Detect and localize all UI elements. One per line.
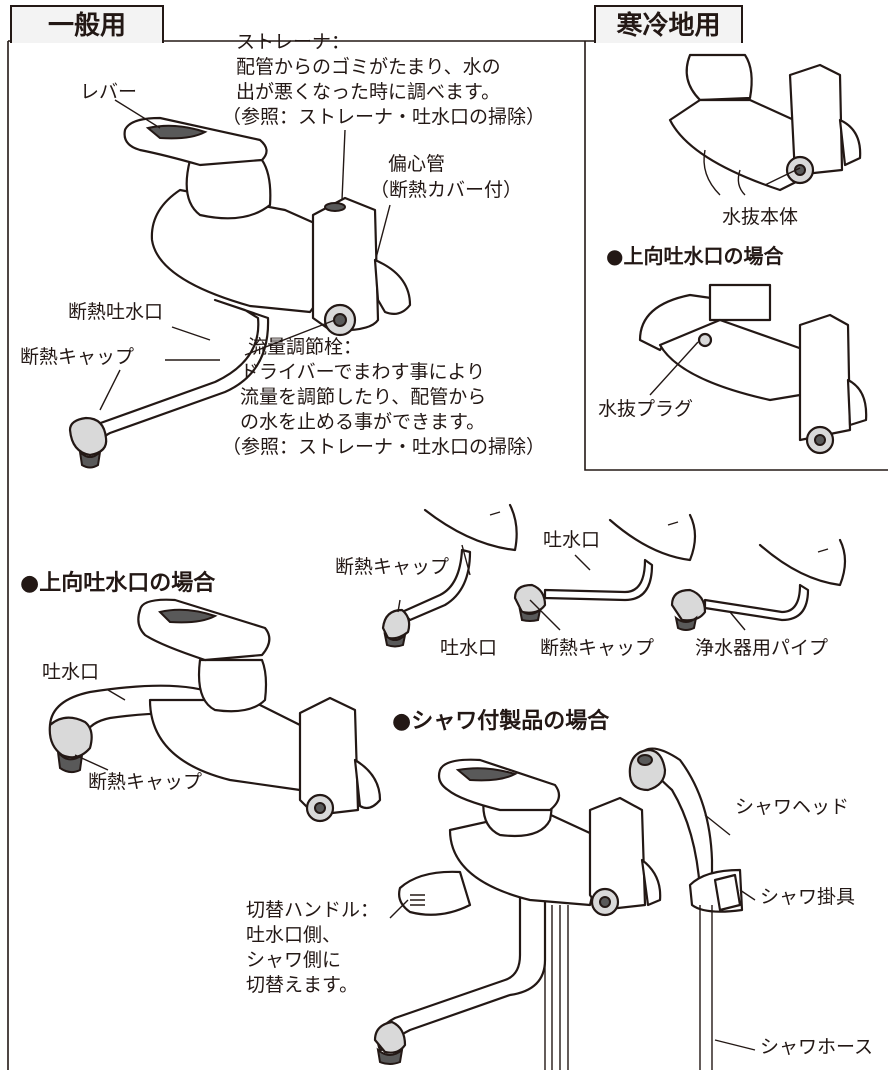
shower-faucet	[373, 747, 744, 1070]
strainer-label-1: ストレーナ：	[236, 31, 351, 53]
eccentric-pipe-label-2: （断熱カバー付）	[370, 179, 523, 201]
variant-cap-label-a: 断熱キャップ	[335, 556, 450, 578]
switch-handle-label-2: 吐水口側、	[246, 924, 342, 946]
cold-faucet-upward	[638, 283, 868, 455]
shower-holder-label: シャワ掛具	[760, 886, 856, 908]
variant-spout-label-a: 吐水口	[543, 529, 601, 551]
insulated-spout-label: 断熱吐水口	[68, 301, 164, 323]
variant-cap-label-b: 断熱キャップ	[540, 637, 655, 659]
drain-plug-label: 水抜プラグ	[598, 398, 694, 420]
general-use-tab: 一般用	[10, 5, 164, 43]
lever-label: レバー	[80, 81, 138, 103]
switch-handle-label-3: シャワ側に	[246, 949, 342, 971]
flow-valve-label-5: （参照：ストレーナ・吐水口の掃除）	[222, 436, 546, 458]
cold-faucet-top	[668, 53, 862, 196]
shower-heading: ●シャワ付製品の場合	[392, 709, 610, 734]
cold-upward-heading: ●上向吐水口の場合	[606, 244, 784, 268]
strainer-label-2: 配管からのゴミがたまり、水の	[236, 56, 501, 78]
strainer-label-4: （参照：ストレーナ・吐水口の掃除）	[222, 106, 546, 128]
cold-frame	[584, 40, 888, 471]
upward-spout-label: 吐水口	[42, 661, 100, 683]
flow-valve-label-3: 流量を調節したり、配管から	[240, 386, 487, 408]
leader-lines	[74, 99, 801, 1051]
drain-body-label: 水抜本体	[722, 206, 799, 228]
strainer-label-3: 出が悪くなった時に調べます。	[236, 81, 501, 103]
flow-valve-label-4: の水を止める事ができます。	[240, 411, 486, 433]
switch-handle-label-1: 切替ハンドル：	[246, 899, 380, 921]
shower-hose-label: シャワホース	[760, 1036, 874, 1058]
switch-handle-label-4: 切替えます。	[246, 974, 359, 996]
spout-variants	[381, 503, 847, 648]
upward-spout-heading: ●上向吐水口の場合	[20, 571, 216, 596]
main-faucet	[68, 116, 412, 469]
purifier-pipe-label: 浄水器用パイプ	[695, 637, 829, 659]
upward-faucet	[48, 598, 382, 823]
flow-valve-label-1: 流量調節栓：	[248, 336, 363, 358]
flow-valve-label-2: ドライバーでまわす事により	[240, 361, 486, 383]
upward-cap-label: 断熱キャップ	[88, 771, 203, 793]
variant-spout-label-b: 吐水口	[440, 637, 498, 659]
eccentric-pipe-label-1: 偏心管	[388, 153, 446, 175]
insulated-cap-label: 断熱キャップ	[20, 346, 135, 368]
cold-region-tab: 寒冷地用	[594, 5, 743, 43]
shower-head-label: シャワヘッド	[735, 796, 850, 818]
